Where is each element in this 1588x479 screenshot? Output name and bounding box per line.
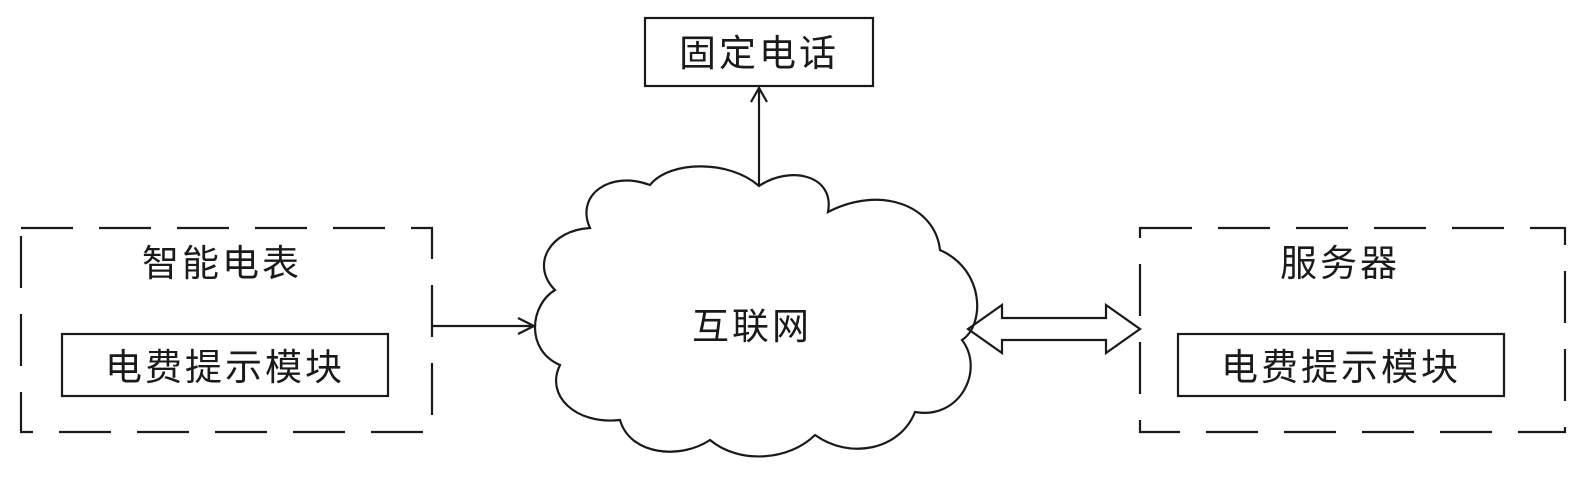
smart-meter-dashed-box bbox=[19, 226, 434, 434]
landline-label: 固定电话 bbox=[679, 32, 839, 75]
internet-label: 互联网 bbox=[692, 305, 812, 348]
smart-meter-module-label: 电费提示模块 bbox=[105, 346, 345, 389]
landline-node: 固定电话 bbox=[643, 16, 875, 88]
smart-meter-label: 智能电表 bbox=[142, 242, 302, 285]
arrowhead-icon bbox=[750, 85, 768, 103]
edge-internet-to-landline bbox=[750, 85, 768, 186]
server-label: 服务器 bbox=[1280, 242, 1400, 285]
smart-meter-module-box bbox=[60, 332, 390, 398]
double-arrow-icon bbox=[966, 302, 1142, 356]
cloud-icon bbox=[534, 165, 979, 458]
server-node: 服务器 电费提示模块 bbox=[1138, 226, 1567, 434]
internet-node: 互联网 bbox=[534, 165, 979, 458]
server-module-label: 电费提示模块 bbox=[1221, 346, 1461, 389]
edge-internet-server bbox=[966, 302, 1142, 356]
smart-meter-node: 智能电表 电费提示模块 bbox=[19, 226, 434, 434]
edge-smart-meter-to-internet bbox=[432, 317, 537, 335]
server-module-box bbox=[1176, 332, 1506, 398]
